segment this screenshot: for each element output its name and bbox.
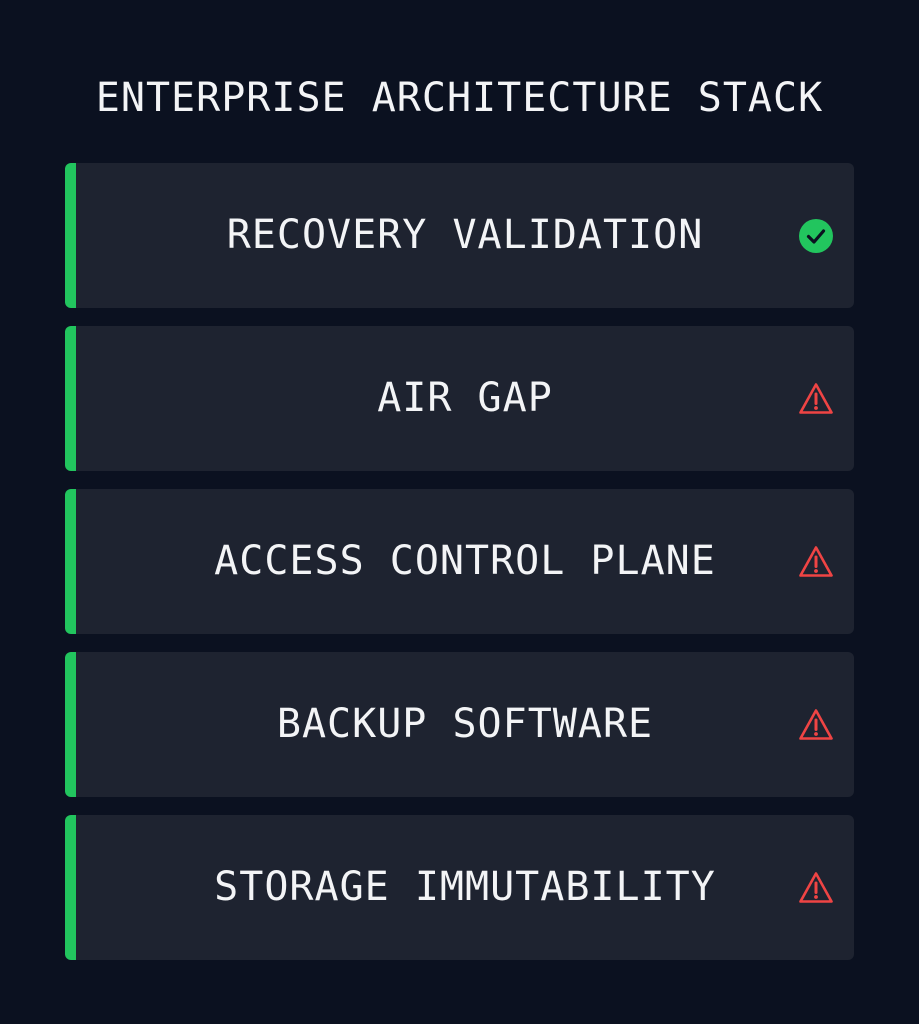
- layer-backup-software: BACKUP SOFTWARE: [65, 652, 854, 797]
- layer-label: AIR GAP: [377, 375, 553, 421]
- layer-access-control-plane: ACCESS CONTROL PLANE: [65, 489, 854, 634]
- layer-label: RECOVERY VALIDATION: [226, 212, 704, 258]
- warning-triangle-icon: [798, 381, 834, 417]
- layer-recovery-validation: RECOVERY VALIDATION: [65, 163, 854, 308]
- layer-air-gap: AIR GAP: [65, 326, 854, 471]
- warning-triangle-icon: [798, 870, 834, 906]
- layer-label: STORAGE IMMUTABILITY: [214, 864, 716, 910]
- check-circle-icon: [798, 218, 834, 254]
- page-title: ENTERPRISE ARCHITECTURE STACK: [95, 75, 824, 121]
- layer-label: ACCESS CONTROL PLANE: [214, 538, 716, 584]
- layer-label: BACKUP SOFTWARE: [276, 701, 654, 747]
- layer-storage-immutability: STORAGE IMMUTABILITY: [65, 815, 854, 960]
- warning-triangle-icon: [798, 707, 834, 743]
- warning-triangle-icon: [798, 544, 834, 580]
- architecture-stack: RECOVERY VALIDATION AIR GAP ACCESS CONTR…: [65, 163, 854, 960]
